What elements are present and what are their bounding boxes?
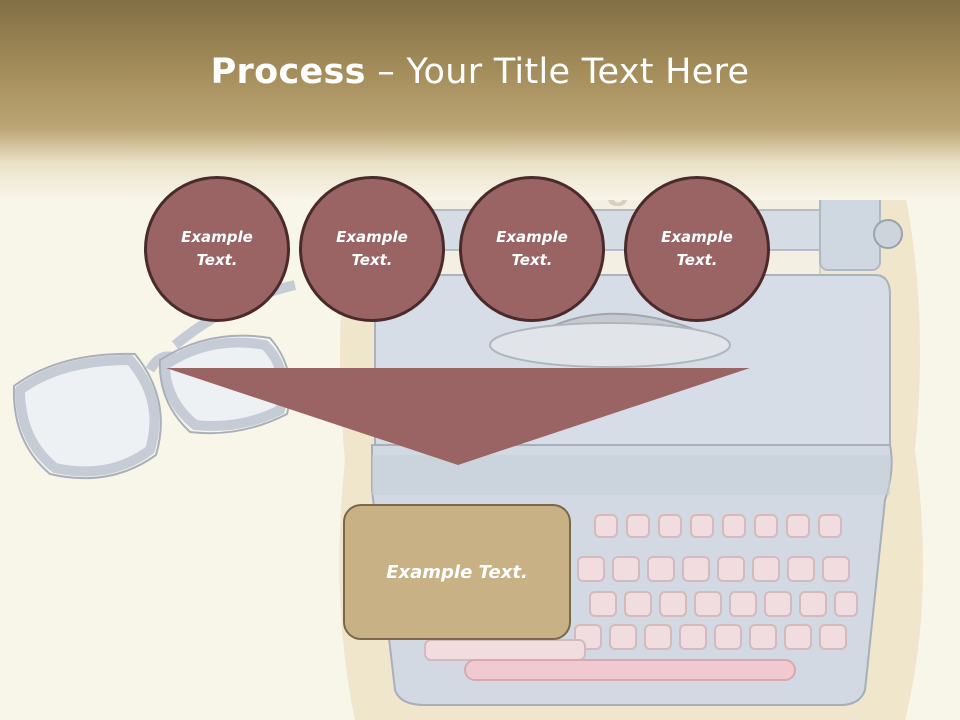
circle-label: Example Text. [181,228,253,269]
result-box[interactable]: Example Text. [343,504,571,640]
title-rest: – Your Title Text Here [365,52,750,92]
result-label: Example Text. [386,561,528,583]
process-circle-2[interactable]: Example Text. [299,176,445,322]
circle-label: Example Text. [661,228,733,269]
process-circle-3[interactable]: Example Text. [459,176,605,322]
slide-title: Process – Your Title Text Here [0,52,960,92]
header-band [0,0,960,200]
process-circle-1[interactable]: Example Text. [144,176,290,322]
circle-label: Example Text. [336,228,408,269]
process-circle-4[interactable]: Example Text. [624,176,770,322]
circle-label: Example Text. [496,228,568,269]
title-bold: Process [210,52,366,92]
